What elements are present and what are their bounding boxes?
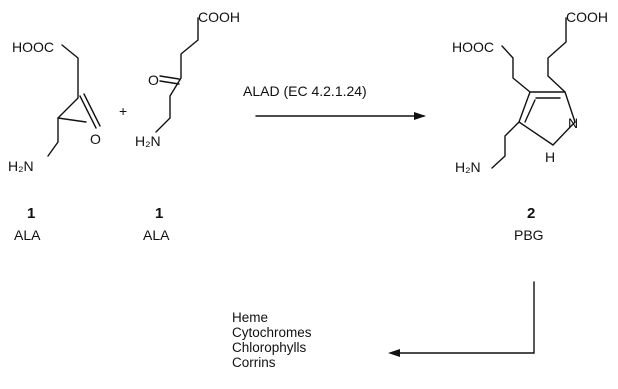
downstream-item: Chlorophylls [232, 340, 307, 355]
reactant-2-number: 1 [155, 205, 163, 222]
reactant-2-carbonyl-bond-2 [159, 80, 180, 85]
reaction-arrow [255, 112, 426, 120]
reactant-1-ketone-o: O [90, 131, 101, 147]
reactant-2-chain [155, 17, 199, 133]
pyrrole-nh: N [568, 115, 578, 131]
product-number: 2 [527, 205, 535, 222]
product-left-carboxyl-label: HOOC [452, 39, 494, 55]
reactant-1-structure: HOOC O H₂N [8, 39, 101, 174]
downstream-item: Heme [232, 310, 268, 325]
reactant-1-name: ALA [14, 227, 41, 243]
reactant-1-carboxyl-label: HOOC [12, 39, 54, 55]
pyrrole-ring [518, 91, 576, 146]
reactant-1-amine-label: H₂N [8, 158, 34, 174]
downstream-products-list: Heme Cytochromes Chlorophylls Corrins [232, 310, 312, 370]
reactant-2-carbonyl-bond [159, 75, 180, 80]
product-acetic-chain [501, 45, 531, 93]
reactant-2-ketone-o: O [148, 72, 159, 88]
product-amine-label: H₂N [455, 159, 481, 175]
reactant-2-name: ALA [143, 227, 170, 243]
pyrrole-h: H [545, 149, 555, 165]
enzyme-label: ALAD (EC 4.2.1.24) [243, 83, 367, 99]
reactant-1-ketone-stub [57, 117, 87, 123]
downstream-arrow [388, 281, 535, 357]
product-aminomethyl-chain [491, 121, 520, 169]
reactant-2-amine-label: H₂N [135, 133, 161, 149]
reactant-1-chain [47, 44, 79, 157]
downstream-item: Corrins [232, 355, 276, 370]
reactant-1-carbonyl-bond-2 [83, 93, 101, 127]
product-right-carboxyl-label: COOH [566, 9, 608, 25]
reactant-1-number: 1 [27, 205, 35, 222]
product-propionic-chain [547, 17, 567, 93]
downstream-item: Cytochromes [232, 325, 312, 340]
product-name: PBG [514, 227, 544, 243]
reactant-2-structure: COOH O H₂N [135, 9, 240, 149]
plus-sign: + [119, 103, 127, 119]
pyrrole-double-bond-left [524, 99, 536, 123]
product-structure: HOOC COOH N H H₂N [452, 9, 608, 175]
reactant-2-carboxyl-label: COOH [198, 9, 240, 25]
reactant-1-carbonyl-bond [79, 95, 97, 129]
